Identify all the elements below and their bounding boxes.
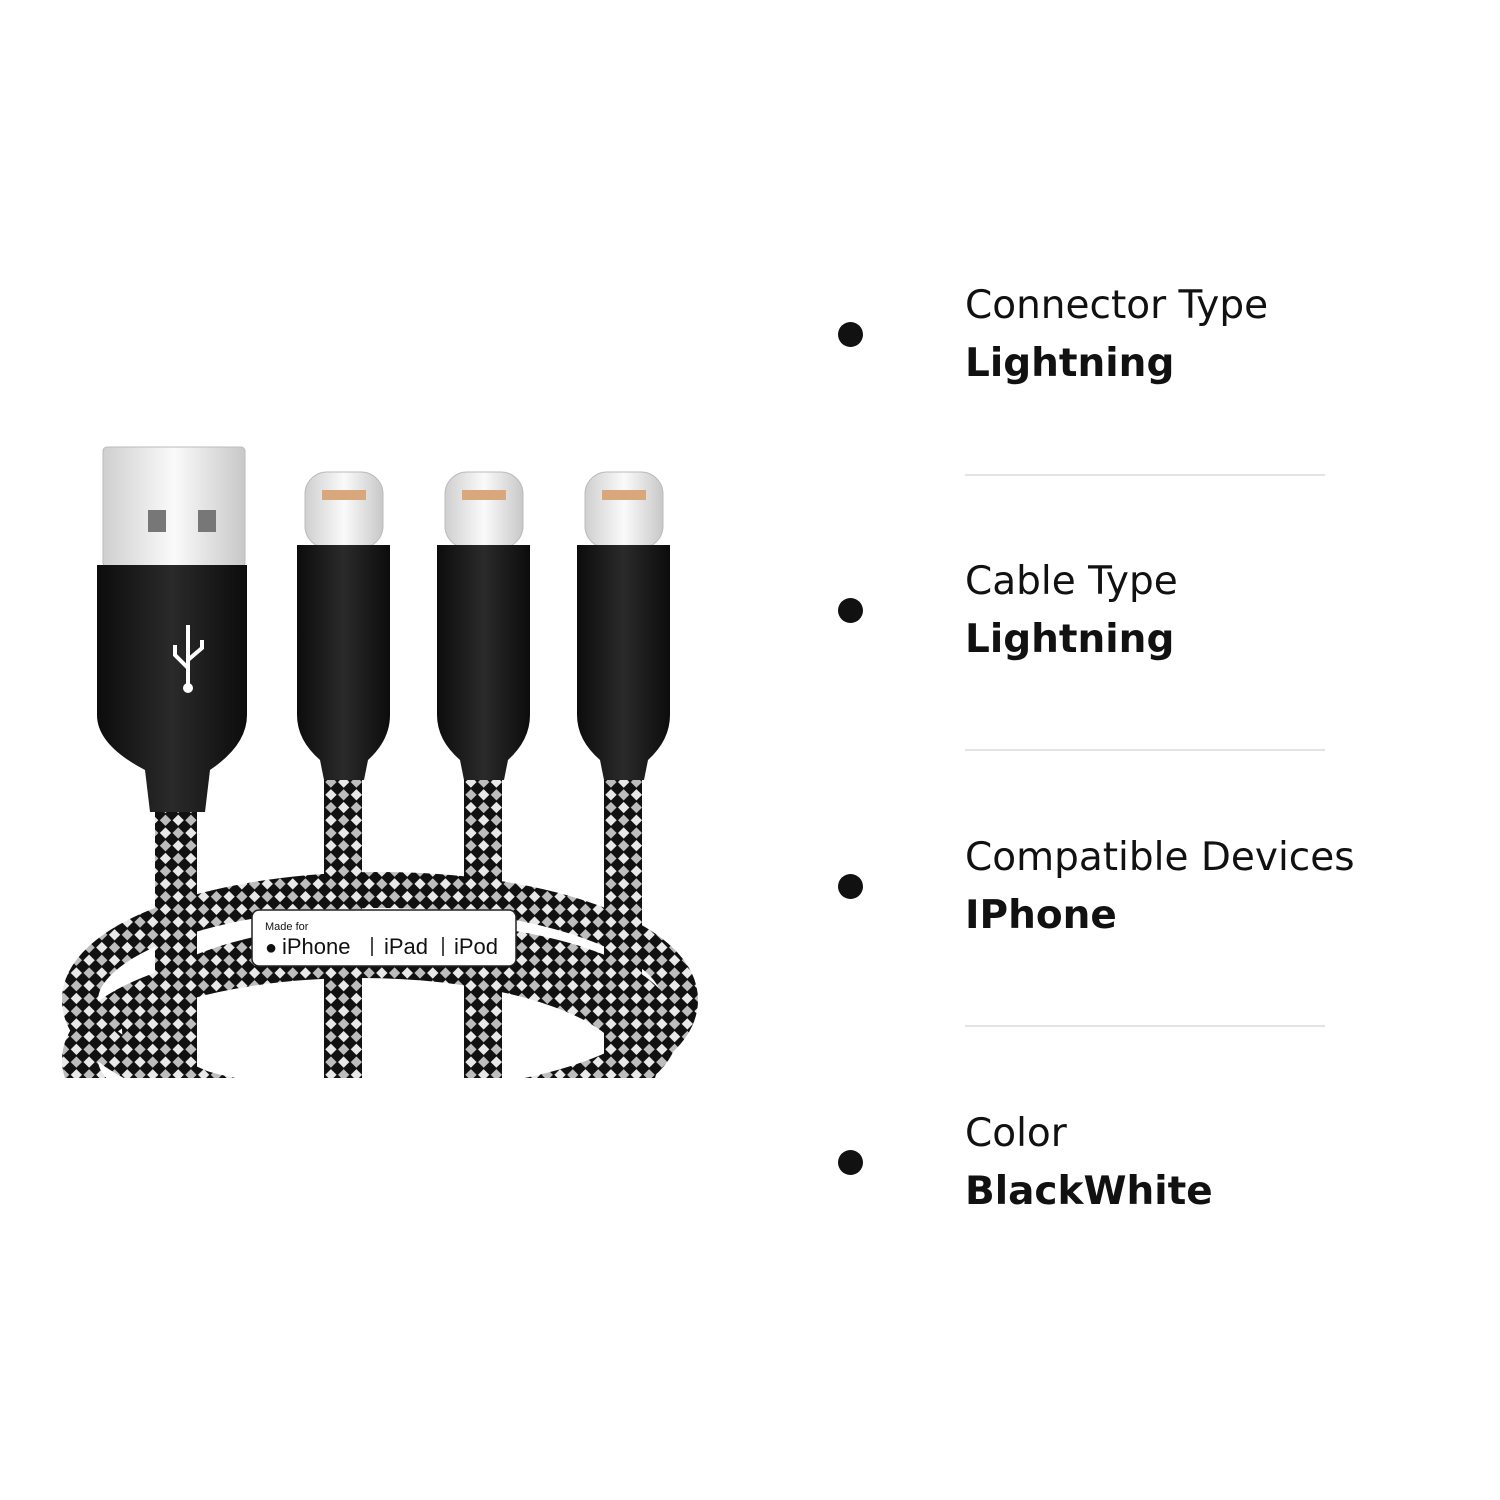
spec-color: Color BlackWhite	[838, 1110, 1398, 1230]
spec-compatible-devices: Compatible Devices IPhone	[838, 834, 1398, 954]
spec-label: Connector Type	[965, 283, 1269, 328]
spec-label: Color	[965, 1111, 1067, 1156]
badge-made-for: Made for	[265, 921, 309, 933]
product-image: Made for ● iPhone iPad iPod	[62, 446, 698, 1078]
usb-icon	[173, 625, 204, 685]
spec-connector-type: Connector Type Lightning	[838, 282, 1398, 402]
bullet-icon	[838, 322, 863, 347]
bullet-icon	[838, 598, 863, 623]
apple-logo-icon: ●	[265, 937, 277, 959]
spec-cable-type: Cable Type Lightning	[838, 558, 1398, 678]
divider	[965, 1025, 1325, 1027]
lightning-connector	[577, 471, 670, 780]
spec-value: Lightning	[965, 617, 1175, 662]
spec-label: Cable Type	[965, 559, 1178, 604]
spec-value: IPhone	[965, 893, 1117, 938]
spec-value: BlackWhite	[965, 1169, 1213, 1214]
bullet-icon	[838, 874, 863, 899]
spec-value: Lightning	[965, 341, 1175, 386]
braided-cables	[62, 770, 698, 1078]
badge-device-ipod: iPod	[454, 934, 498, 959]
usb-a-connector	[97, 446, 247, 812]
badge-device-iphone: iPhone	[282, 934, 351, 959]
mfi-badge: Made for ● iPhone iPad iPod	[251, 909, 517, 967]
badge-device-ipad: iPad	[384, 934, 428, 959]
divider	[965, 474, 1325, 476]
lightning-connector	[437, 471, 530, 780]
divider	[965, 749, 1325, 751]
lightning-connector	[297, 471, 390, 780]
spec-label: Compatible Devices	[965, 835, 1355, 880]
bullet-icon	[838, 1150, 863, 1175]
